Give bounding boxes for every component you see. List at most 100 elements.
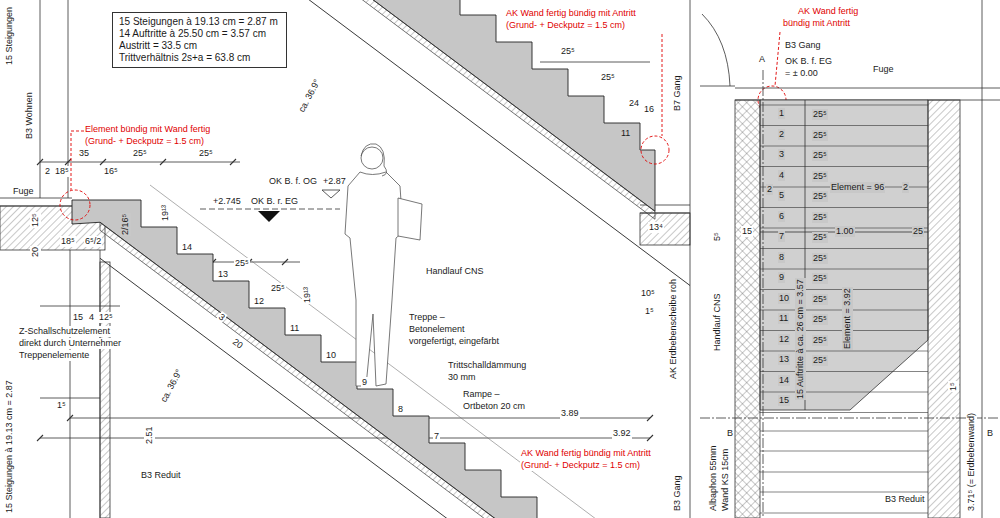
dimension-label: 10 xyxy=(778,293,790,304)
dimension-label: OK B. f. EG xyxy=(784,56,833,67)
dimension-label: 13 xyxy=(778,354,790,365)
person-figure xyxy=(345,144,422,386)
dimension-label: B3 Wohnen xyxy=(24,91,35,140)
dimension-label: 6⁵/2 xyxy=(84,236,102,247)
dimension-label: 2.51 xyxy=(144,425,155,445)
dimension-label: 30 mm xyxy=(447,372,477,383)
drawing-line xyxy=(735,88,1000,89)
drawing-line xyxy=(37,159,43,165)
dimension-label: 10⁵ xyxy=(640,288,656,299)
drawing-line xyxy=(760,105,928,106)
dimension-label: 9 xyxy=(361,377,368,388)
dimension-label: Treppenelemente xyxy=(18,350,90,361)
dimension-label: 8 xyxy=(397,404,404,415)
red-note: Element bündig mit Wand fertig xyxy=(84,124,211,135)
drawing-line xyxy=(760,451,928,452)
dimension-label: 9 xyxy=(778,272,785,283)
dimension-label: 25⁵ xyxy=(812,335,828,346)
dimension-label: AK Erdbebenscheibe roh xyxy=(668,278,679,380)
dimension-label: B3 Gang xyxy=(784,40,822,51)
info-box: 15 Steigungen à 19.13 cm = 2.87 m14 Auft… xyxy=(112,12,287,68)
dimension-label: 5⁵ xyxy=(712,231,723,242)
drawing-line xyxy=(37,435,43,441)
drawing-g xyxy=(700,0,1000,518)
dimension-label: 25⁵ xyxy=(812,109,828,120)
info-line: Trittverhältnis 2s+a = 63.8 cm xyxy=(119,52,280,64)
drawing-line xyxy=(100,159,106,165)
dimension-label: 12⁵ xyxy=(98,312,114,323)
drawing-g xyxy=(760,105,928,513)
dimension-label: 10 xyxy=(325,350,337,361)
dimension-label: 25⁵ xyxy=(812,232,828,243)
drawing-line xyxy=(67,415,73,421)
drawing-path xyxy=(361,144,387,176)
dimension-label: +2.745 xyxy=(212,196,242,207)
dimension-label: Z-Schallschutzelement xyxy=(18,326,111,337)
dimension-label: Treppe – xyxy=(408,312,446,323)
dimension-label: OK B. r. EG xyxy=(250,196,299,207)
drawing-line xyxy=(540,62,650,63)
dimension-label: 25⁵ xyxy=(812,130,828,141)
drawing-line xyxy=(760,125,928,126)
drawing-line xyxy=(760,472,928,473)
drawing-polygon xyxy=(760,100,928,410)
dimension-label: +2.87 xyxy=(322,176,347,187)
dimension-label: 16 xyxy=(643,104,655,115)
drawing-rect xyxy=(928,100,960,518)
drawing-line xyxy=(760,492,928,493)
drawing-line xyxy=(230,159,236,165)
drawing-polyline xyxy=(662,34,663,136)
dimension-label: 25⁵ xyxy=(812,273,828,284)
dimension-label: 2 xyxy=(766,184,773,195)
dimension-label: 11 xyxy=(778,313,789,324)
dimension-label: Rampe – xyxy=(462,389,501,400)
drawing-line xyxy=(760,351,928,352)
dimension-label: 11 xyxy=(289,323,300,334)
dimension-label: 5 xyxy=(778,190,785,201)
drawing-rect xyxy=(735,100,760,518)
dimension-label: ca. 36.9° xyxy=(296,77,323,115)
dimension-label: A xyxy=(758,54,766,65)
drawing-rect xyxy=(100,262,110,518)
dimension-label: 4 xyxy=(88,312,95,323)
dimension-label: 11 xyxy=(620,128,631,139)
info-line: 15 Steigungen à 19.13 cm = 2.87 m xyxy=(119,16,280,28)
dimension-label: 1 xyxy=(778,108,785,119)
dimension-label: 25⁵ xyxy=(812,314,828,325)
dimension-label: 25⁵ xyxy=(198,148,214,159)
drawing-line xyxy=(760,431,928,432)
red-note: AK Wand fertig bündig mit Antritt xyxy=(505,8,637,19)
dimension-label: 25⁵ xyxy=(234,258,250,269)
drawing-path xyxy=(398,198,422,240)
drawing-line xyxy=(760,371,928,372)
dimension-label: 12 xyxy=(253,296,265,307)
drawing-line xyxy=(760,248,928,249)
info-line: Austritt = 33.5 cm xyxy=(119,40,280,52)
dimension-label: 3.89 xyxy=(560,408,580,419)
dimension-label: 19¹³ xyxy=(160,204,171,222)
dimension-label: Element = 96 xyxy=(830,182,885,193)
red-note: AK Wand fertig xyxy=(797,6,859,17)
drawing-line xyxy=(160,159,166,165)
dimension-label: 25⁵ xyxy=(812,191,828,202)
dimension-label: 25⁵ xyxy=(560,46,576,57)
dimension-label: 25⁵ xyxy=(812,253,828,264)
dimension-label: OK B. f. OG xyxy=(268,176,318,187)
dimension-label: 25⁵ xyxy=(132,148,148,159)
dimension-label: B3 Reduit xyxy=(140,470,182,481)
dimension-label: 3.92 xyxy=(612,428,632,439)
dimension-label: 24 xyxy=(628,98,640,109)
dimension-label: 14 xyxy=(181,242,193,253)
drawing-line xyxy=(982,0,983,518)
dimension-label: 15 xyxy=(72,312,84,323)
dimension-label: 2 xyxy=(44,166,51,177)
dimension-label: 14 xyxy=(778,375,790,386)
drawing-line xyxy=(700,86,735,87)
dimension-label: 15 xyxy=(778,395,790,406)
dimension-label: 4 xyxy=(778,170,785,181)
dimension-label: 2 xyxy=(902,182,909,193)
dimension-label: 1⁵ xyxy=(948,381,959,392)
dimension-label: 25⁵ xyxy=(812,355,828,366)
drawing-line xyxy=(0,198,72,199)
